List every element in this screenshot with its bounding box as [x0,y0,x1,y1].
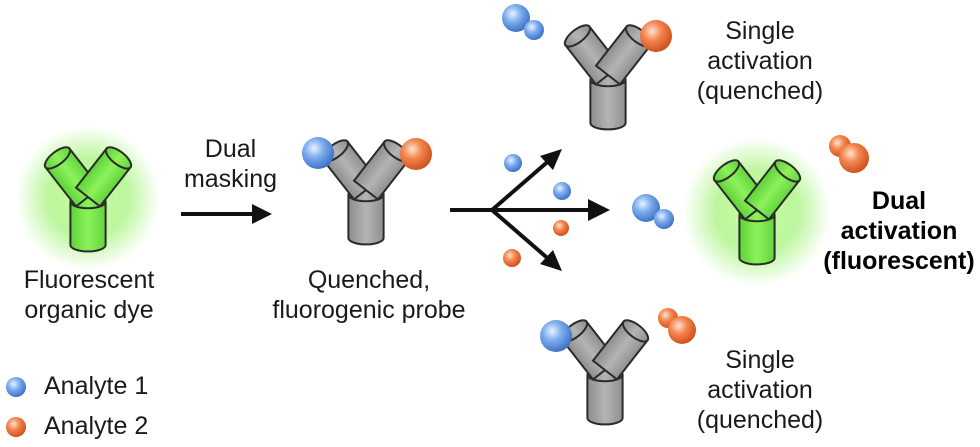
dual-masking-label: Dual masking [183,135,278,193]
dual-masking-arrow [181,204,272,224]
analyte-2-mask [640,20,672,52]
single-activation-bottom-label: Single activation (quenched) [696,346,824,434]
free-analyte-1 [553,182,571,200]
released-analyte-1-top [502,4,544,40]
probe-label: Quenched, fluorogenic probe [272,266,466,324]
analyte-1-mask [540,320,572,352]
dye-label: Fluorescent organic dye [23,266,155,324]
released-analyte-1-mid [632,194,674,229]
legend-analyte-1-label: Analyte 1 [44,372,149,400]
single-activation-top-molecule [560,20,672,131]
dual-activation-molecule [683,138,831,286]
released-analyte-2-bottom [658,308,696,344]
branching-arrows [450,149,610,271]
single-activation-bottom-molecule [540,315,653,426]
free-analyte-2 [553,220,569,236]
quenched-probe-molecule [302,135,432,246]
analyte-1-mask [302,137,334,169]
dual-activation-label: Dual activation (fluorescent) [823,187,975,275]
released-analyte-2-mid [829,135,869,173]
free-analyte-1 [504,154,522,172]
free-analyte-2 [503,249,521,267]
legend-analyte-2-label: Analyte 2 [44,412,149,440]
legend-analyte-1-dot [6,377,26,397]
legend-analyte-2-dot [6,417,26,437]
fluorescent-dye-molecule [16,126,160,270]
analyte-2-mask [400,138,432,170]
single-activation-top-label: Single activation (quenched) [696,17,824,105]
